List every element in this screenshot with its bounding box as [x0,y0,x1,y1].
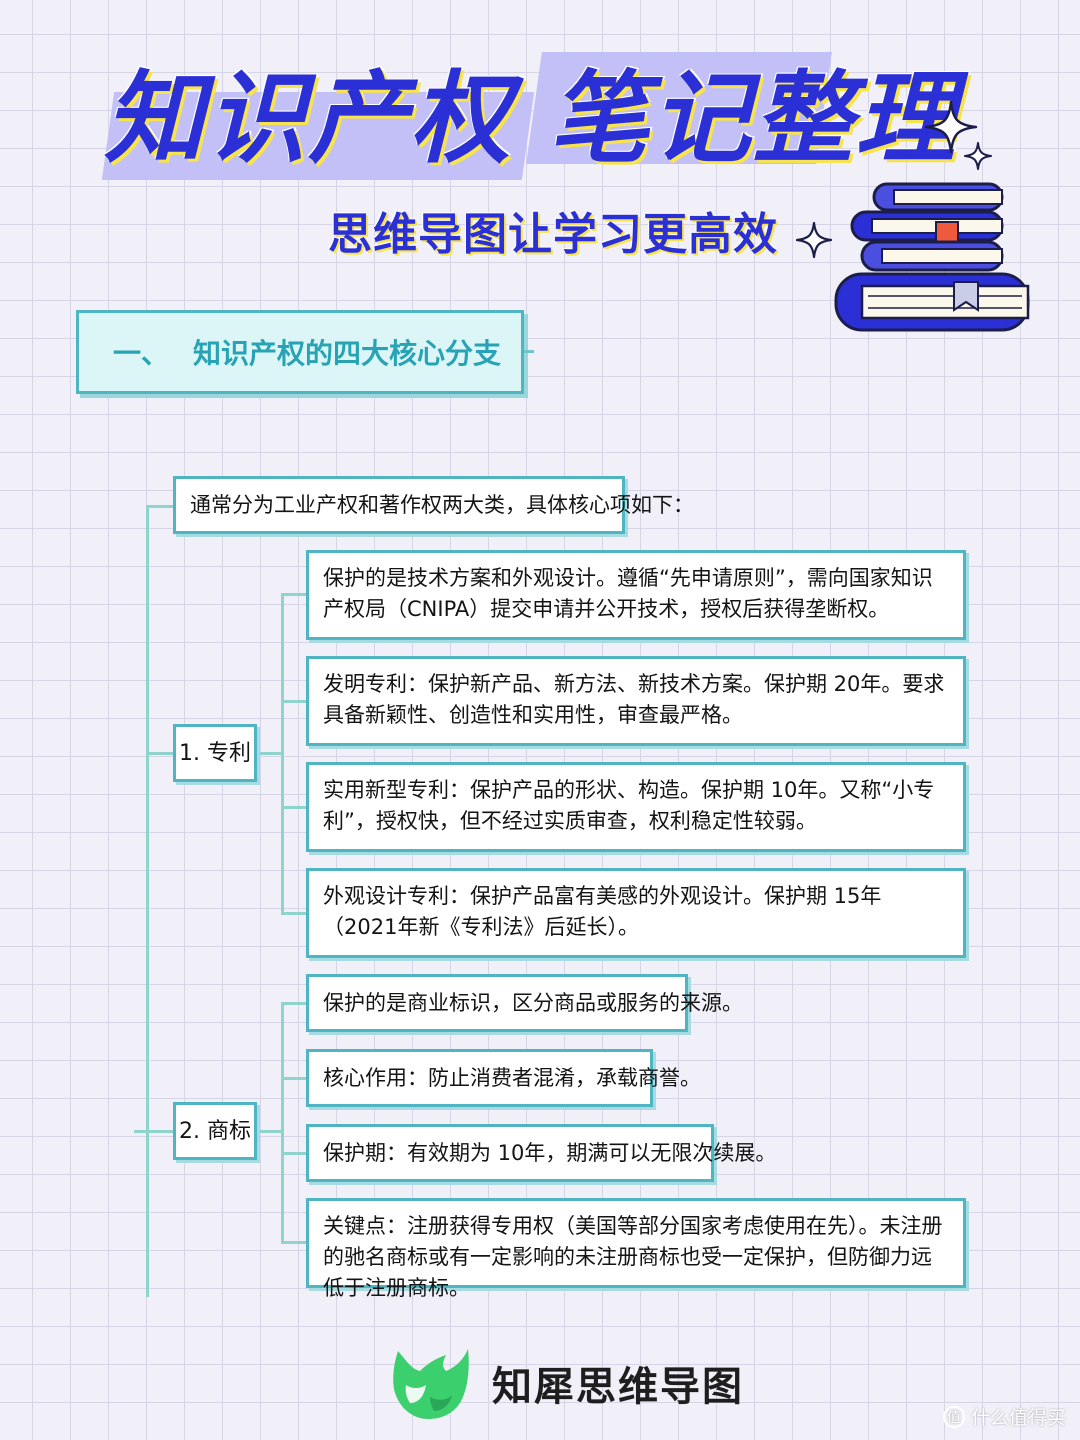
patent-item-4: 外观设计专利：保护产品富有美感的外观设计。保护期 15年（2021年新《专利法》… [306,868,966,958]
connector-patent [146,752,174,755]
trademark-item-2: 核心作用：防止消费者混淆，承载商誉。 [306,1049,701,1107]
section-header: 一、 知识产权的四大核心分支 [76,310,524,394]
book-stack-icon [834,182,1030,332]
connector-patent-1 [281,593,307,596]
sparkle-icon-small [964,142,992,170]
connector-trunk [146,505,149,1297]
title-part-1: 知识产权 [104,60,512,177]
watermark-logo-icon: 值 [942,1405,965,1428]
trademark-item-1: 保护的是商业标识，区分商品或服务的来源。 [306,974,743,1032]
section-number: 一、 [113,337,170,370]
mindmap-root-node: 通常分为工业产权和著作权两大类，具体核心项如下： [173,476,694,534]
connector-patent-out [256,752,282,755]
patent-item-3: 实用新型专利：保护产品的形状、构造。保护期 10年。又称“小专利”，授权快，但不… [306,762,966,852]
connector-patent-2 [281,700,307,703]
section-header-connector [524,350,534,353]
branch-node-trademark: 2. 商标 [173,1102,257,1160]
connector-root [146,505,174,508]
connector-trademark-vertical [281,1002,284,1242]
connector-patent-3 [281,806,307,809]
connector-trademark-3 [281,1152,307,1155]
branch-node-patent: 1. 专利 [173,724,257,782]
sparkle-icon-subtitle [796,222,832,258]
page-title: 知识产权 笔记整理 [104,64,957,174]
title-area: 知识产权 笔记整理 [101,52,955,192]
connector-trademark-2 [281,1077,307,1080]
brand-name: 知犀思维导图 [492,1364,744,1410]
patent-item-2: 发明专利：保护新产品、新方法、新技术方案。保护期 20年。要求具备新颖性、创造性… [306,656,966,746]
brand-footer: 知犀思维导图 [390,1338,744,1428]
connector-trademark-out [256,1130,282,1133]
connector-patent-4 [281,912,307,915]
title-part-2: 笔记整理 [548,60,957,177]
watermark-text: 什么值得买 [970,1407,1066,1429]
sparkle-icon-large [924,100,978,154]
watermark: 值 什么值得买 [942,1403,1066,1430]
connector-trademark-4 [281,1241,307,1244]
connector-patent-vertical [281,593,284,913]
patent-item-1: 保护的是技术方案和外观设计。遵循“先申请原则”，需向国家知识产权局（CNIPA）… [306,550,966,640]
trademark-item-4: 关键点：注册获得专用权（美国等部分国家考虑使用在先）。未注册的驰名商标或有一定影… [306,1198,966,1300]
trademark-item-3: 保护期：有效期为 10年，期满可以无限次续展。 [306,1124,776,1182]
connector-trademark-1 [281,1002,307,1005]
rhino-logo-icon [393,1349,469,1419]
section-title: 知识产权的四大核心分支 [193,337,502,370]
page-subtitle: 思维导图让学习更高效 [328,209,778,260]
connector-trademark [134,1130,174,1133]
